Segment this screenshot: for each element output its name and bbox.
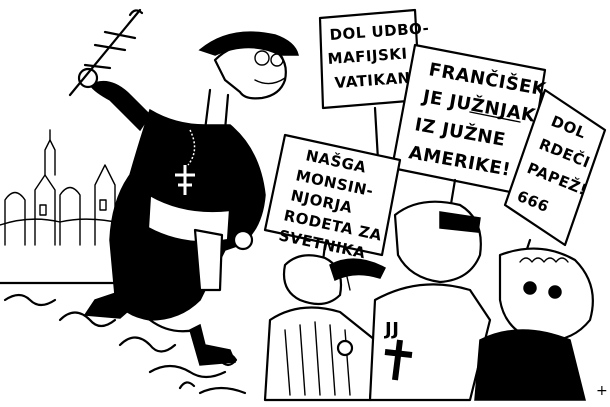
sign-dol-rdeci: DOL RDEČI PAPEŽ! 666: [503, 88, 607, 272]
banner-jj-letters: JJ: [383, 319, 399, 340]
balcony-ornament: [0, 281, 247, 395]
artist-signature: +: [596, 383, 608, 399]
town-skyline: [0, 129, 131, 246]
banner-jj: JJ: [383, 319, 413, 381]
bishop-figure: [68, 8, 299, 366]
cross-staff: [68, 8, 144, 97]
pectoral-cross: [175, 129, 196, 195]
protester-right: [474, 247, 594, 401]
sign-dol-udbo-line-3: VATIKAN: [334, 69, 411, 92]
sign-francisek: FRANČIŠEK JE JUŽNJAK IZ JUŽNE AMERIKE!: [390, 43, 548, 242]
protester-hat-man: [263, 254, 386, 402]
sign-dol-udbo-line-2: MAFIJSKI: [327, 44, 408, 68]
protester-center: JJ: [368, 200, 492, 402]
